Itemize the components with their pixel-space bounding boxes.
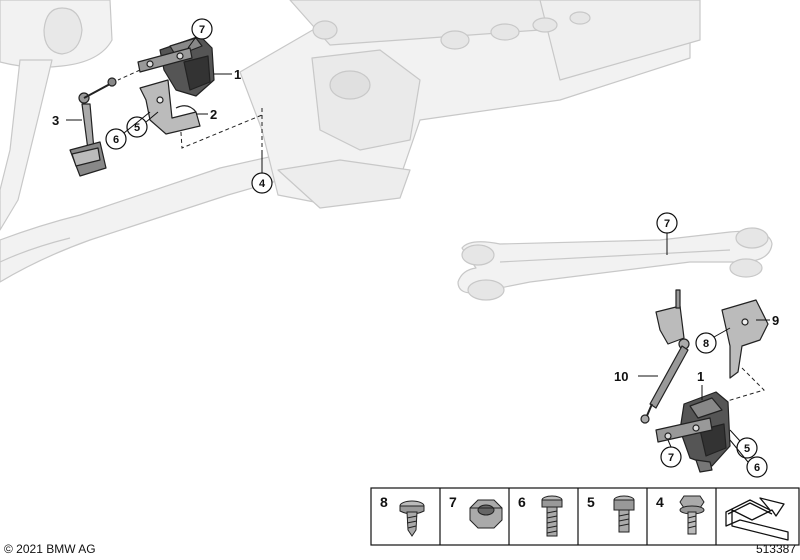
- callout-clip-arm: 7: [664, 218, 670, 230]
- callout-plate-screw: 8: [703, 338, 709, 350]
- bracket-top: [139, 79, 201, 135]
- callout-nut-bottom: 5: [744, 443, 750, 455]
- stepped-arrow-icon: [725, 497, 789, 541]
- callout-link-rod-top: 3: [52, 113, 59, 128]
- height-sensor-top: [137, 35, 215, 97]
- assembly-lines-bottom: [723, 367, 765, 403]
- callout-circle: [126, 116, 148, 138]
- callout-circle: [746, 456, 768, 478]
- nut-icon: [469, 499, 503, 529]
- axle-carrier-illustration: [0, 0, 701, 283]
- callout-frame-point: 4: [259, 178, 266, 190]
- torx-screw-icon: [613, 495, 635, 533]
- callout-circle: [191, 18, 213, 40]
- link-rod-bottom: [640, 338, 690, 424]
- parts-legend: 8 7 6 5 4: [370, 487, 800, 546]
- control-arm-illustration: [457, 227, 773, 301]
- callout-clip-top: 7: [199, 24, 205, 36]
- callout-bracket-bottom: 9: [772, 313, 779, 328]
- callout-sensor-top: 1: [234, 67, 241, 82]
- legend-item-7: 7: [449, 494, 457, 510]
- rod-upper-bracket: [655, 289, 685, 345]
- callouts-bottom: 7 8 9 10 1 7 5 6: [614, 212, 779, 478]
- copyright-text: © 2021 BMW AG: [4, 542, 96, 556]
- callout-sensor-bottom: 1: [697, 369, 704, 384]
- callout-circle: [695, 332, 717, 354]
- link-rod-top: [69, 77, 117, 177]
- callout-circle: [105, 128, 127, 150]
- callout-clip-sensor: 7: [668, 452, 674, 464]
- callout-screw-bottom: 6: [754, 462, 760, 474]
- legend-item-5: 5: [587, 494, 595, 510]
- legend-item-8: 8: [380, 494, 388, 510]
- callout-screw-top: 6: [113, 134, 119, 146]
- hex-bolt-icon: [679, 495, 705, 535]
- callout-nut-top: 5: [134, 122, 140, 134]
- legend-item-6: 6: [518, 494, 526, 510]
- screw-icon: [541, 495, 563, 537]
- legend-item-4: 4: [656, 494, 664, 510]
- plate-screw-icon: [399, 500, 425, 537]
- diagram-id: 513387: [756, 542, 796, 556]
- height-sensor-bottom: [655, 391, 731, 473]
- callout-bracket-top: 2: [210, 107, 217, 122]
- callouts-top: 7 1 2 3 5 6 4: [52, 18, 273, 194]
- callout-link-rod-bottom: 10: [614, 369, 628, 384]
- bracket-bottom: [721, 299, 769, 379]
